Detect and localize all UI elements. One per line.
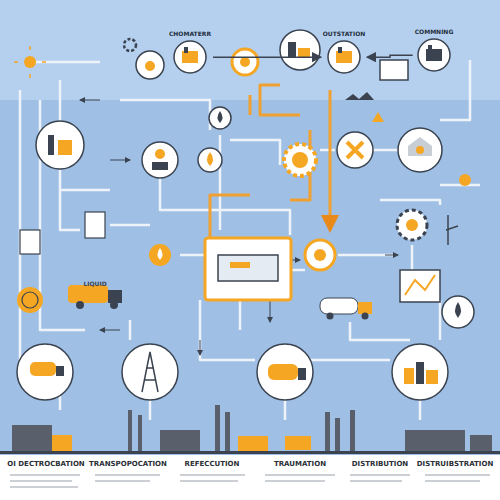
process-circle: OUTSTATION — [321, 30, 368, 75]
stage-label: OI DECTROCBATION — [7, 460, 84, 468]
stage-label: DISTRIBUTION — [352, 460, 408, 468]
node-heading: OUTSTATION — [321, 30, 368, 37]
stage-label: DISTRUIBSTRATION — [417, 460, 494, 468]
stage-label: REFECCUTION — [185, 460, 240, 468]
flow-arrow — [213, 56, 321, 58]
node-circle — [326, 39, 362, 75]
process-circle: CHOMATERR — [167, 30, 213, 75]
flow-arrow — [367, 55, 412, 57]
truck-label: LIQUID — [83, 280, 106, 287]
node-heading: COMMNING — [413, 28, 456, 35]
node-circle — [172, 39, 208, 75]
node-circle — [416, 37, 452, 73]
stage-label: TRAUMATION — [274, 460, 326, 468]
node-heading: CHOMATERR — [167, 30, 213, 37]
process-circle: COMMNING — [413, 28, 456, 73]
stage-label: TRANSPOPOCATION — [89, 460, 167, 468]
